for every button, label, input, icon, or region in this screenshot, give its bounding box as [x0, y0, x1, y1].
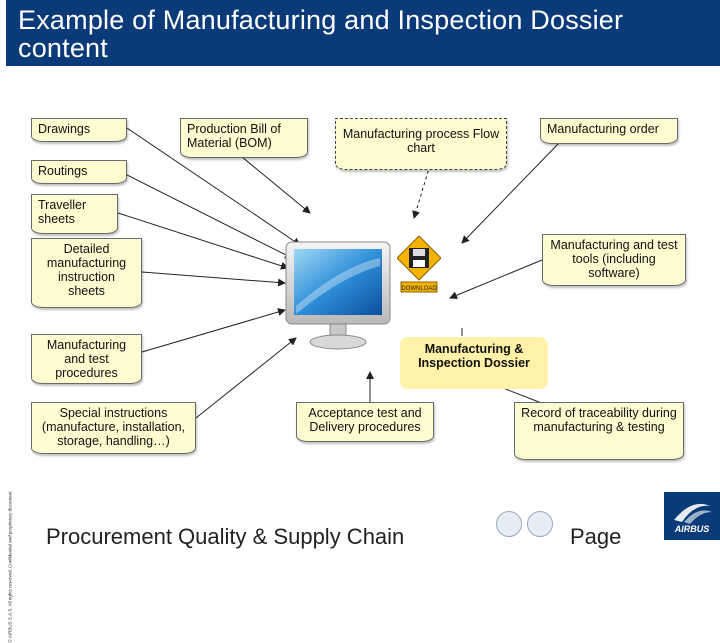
logo-text: AIRBUS: [674, 524, 710, 534]
slide-title: Example of Manufacturing and Inspection …: [18, 5, 624, 63]
arrow-detailed: [141, 271, 286, 287]
box-procedures: Manufacturing and test procedures: [31, 334, 142, 384]
box-flow-chart: Manufacturing process Flow chart: [335, 118, 507, 170]
box-traveller-sheets: Traveller sheets: [31, 194, 118, 234]
airbus-logo: AIRBUS: [664, 492, 720, 540]
back-icon[interactable]: [527, 511, 553, 537]
box-production-bom: Production Bill of Material (BOM): [180, 118, 308, 158]
arrow-drawings: [126, 127, 301, 246]
box-drawings: Drawings: [31, 118, 127, 142]
box-traceability: Record of traceability during manufactur…: [514, 402, 684, 460]
arrow-flow-chart: [412, 164, 431, 219]
box-routings: Routings: [31, 160, 127, 184]
home-icon[interactable]: [496, 511, 522, 537]
arrow-mfg-order: [461, 141, 561, 244]
arrow-special: [195, 337, 297, 419]
copyright-side-note: © AIRBUS S.A.S. All rights reserved. Con…: [7, 490, 13, 643]
footer-title: Procurement Quality & Supply Chain: [46, 524, 405, 549]
download-floppy-icon: DOWNLOAD: [397, 236, 441, 293]
floppy-label: DOWNLOAD: [401, 286, 437, 292]
box-special-instructions: Special instructions (manufacture, insta…: [31, 402, 196, 454]
arrow-procedures: [141, 308, 286, 353]
box-detailed-instructions: Detailed manufacturing instruction sheet…: [31, 238, 142, 308]
box-acceptance: Acceptance test and Delivery procedures: [296, 402, 434, 442]
connector-arrows: [117, 127, 561, 419]
arrow-bom: [241, 156, 311, 214]
logo-swoosh-icon: [674, 503, 712, 524]
footer-page-label: Page: [570, 524, 622, 549]
box-tools: Manufacturing and test tools (including …: [542, 234, 686, 286]
box-manufacturing-order: Manufacturing order: [540, 118, 678, 144]
computer-monitor-icon: [285, 241, 391, 350]
title-bar: Example of Manufacturing and Inspection …: [0, 0, 720, 66]
arrow-routings: [126, 174, 293, 259]
dossier-central-box: Manufacturing & Inspection Dossier: [400, 337, 548, 389]
title-accent: [0, 0, 6, 66]
arrow-tools: [449, 259, 543, 300]
arrow-traveller: [117, 212, 289, 270]
